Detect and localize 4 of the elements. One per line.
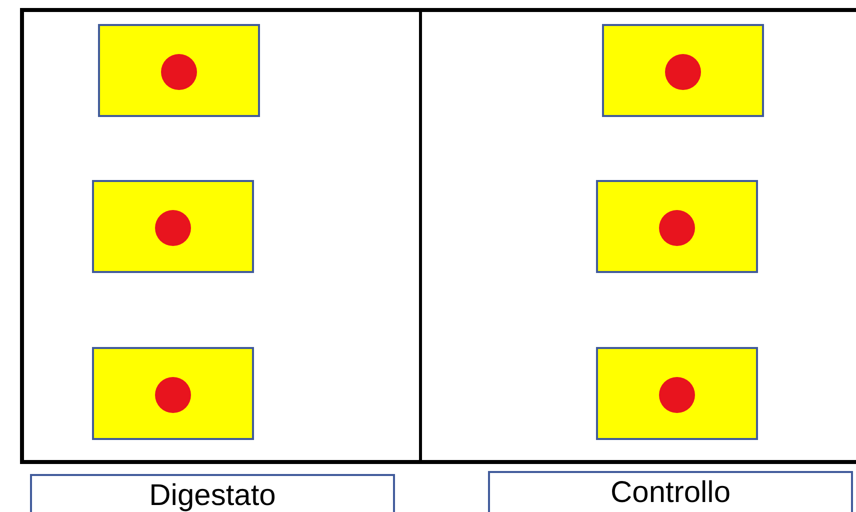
- panel-label: Controllo: [488, 471, 853, 512]
- panel: [20, 8, 423, 464]
- panel: [422, 8, 856, 464]
- panel-label: Digestato: [30, 474, 395, 512]
